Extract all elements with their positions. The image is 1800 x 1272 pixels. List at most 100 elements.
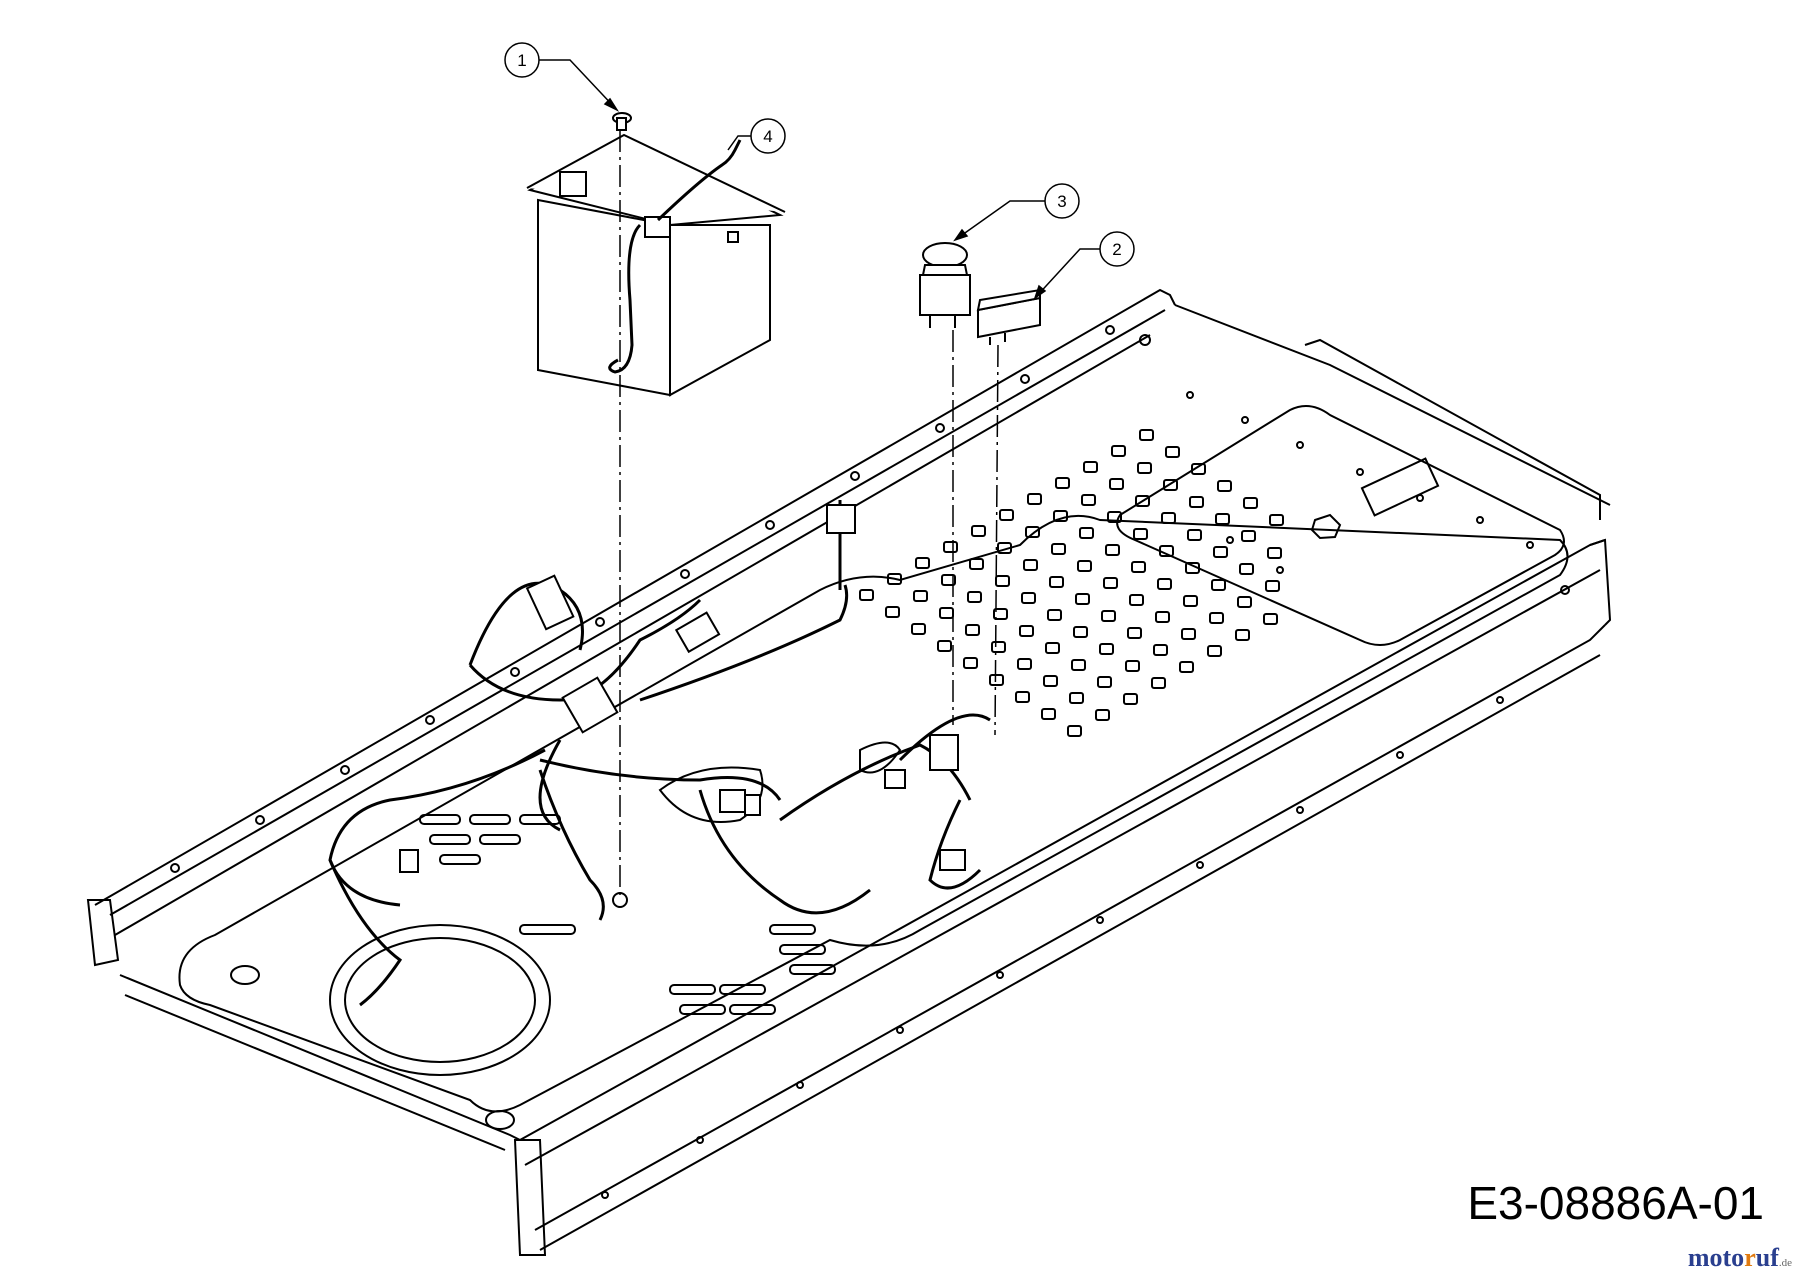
vent-hole bbox=[1074, 627, 1087, 637]
vent-hole bbox=[1154, 645, 1167, 655]
callouts: 1 4 3 2 bbox=[505, 43, 1134, 298]
bolt bbox=[613, 113, 631, 907]
vent-hole bbox=[1264, 614, 1277, 624]
vent-hole bbox=[1134, 529, 1147, 539]
vent-hole bbox=[1024, 560, 1037, 570]
frame-seat-plate bbox=[1117, 406, 1564, 645]
vent-hole bbox=[860, 590, 873, 600]
frame-left-rail-inner bbox=[110, 310, 1165, 915]
vent-hole bbox=[914, 591, 927, 601]
vent-hole bbox=[888, 574, 901, 584]
vent-hole bbox=[1106, 545, 1119, 555]
frame-rear-end bbox=[1590, 540, 1610, 625]
battery-side-face bbox=[670, 225, 770, 395]
vent-hole bbox=[1016, 692, 1029, 702]
vent-hole bbox=[1132, 562, 1145, 572]
frame-rear-plate-top bbox=[1175, 305, 1610, 505]
vent-hole bbox=[1084, 462, 1097, 472]
vent-hole bbox=[1138, 463, 1151, 473]
vent-hole bbox=[1102, 611, 1115, 621]
callout-3-label: 3 bbox=[1057, 192, 1066, 211]
vent-hole bbox=[1240, 564, 1253, 574]
battery-terminal-positive bbox=[645, 217, 670, 237]
vent-hole bbox=[944, 542, 957, 552]
vent-hole bbox=[1182, 629, 1195, 639]
ignition-switch bbox=[920, 243, 970, 328]
vent-hole bbox=[1128, 628, 1141, 638]
battery-terminal-negative bbox=[560, 172, 586, 196]
mower-frame bbox=[88, 290, 1610, 1255]
callout-1-label: 1 bbox=[517, 51, 526, 70]
vent-hole bbox=[1210, 613, 1223, 623]
seat-plate-slot bbox=[1362, 459, 1438, 516]
frame-front-bracket bbox=[88, 900, 118, 965]
vent-hole bbox=[1126, 661, 1139, 671]
vent-hole bbox=[1080, 528, 1093, 538]
vent-hole bbox=[942, 575, 955, 585]
site-watermark[interactable]: motoruf.de bbox=[1688, 1245, 1792, 1271]
vent-hole bbox=[1028, 494, 1041, 504]
frame-left-rail-top bbox=[95, 290, 1175, 905]
assembly-lines bbox=[620, 130, 998, 895]
vent-hole bbox=[1026, 527, 1039, 537]
vent-hole bbox=[1238, 597, 1251, 607]
frame-left-rail-flange bbox=[115, 335, 1150, 935]
vent-hole bbox=[1042, 709, 1055, 719]
vent-hole bbox=[938, 641, 951, 651]
vent-hole bbox=[1044, 676, 1057, 686]
watermark-tld: .de bbox=[1778, 1257, 1792, 1269]
vent-hole bbox=[1218, 481, 1231, 491]
vent-hole bbox=[1190, 497, 1203, 507]
watermark-main: uf bbox=[1755, 1243, 1779, 1272]
vent-hole bbox=[1158, 579, 1171, 589]
vent-hole bbox=[1164, 480, 1177, 490]
vent-hole bbox=[1020, 626, 1033, 636]
floor-vent-grid bbox=[860, 430, 1283, 736]
vent-hole bbox=[966, 625, 979, 635]
vent-hole bbox=[1242, 531, 1255, 541]
vent-hole bbox=[1096, 710, 1109, 720]
frame-rear-plate-edge bbox=[1305, 340, 1600, 520]
vent-hole bbox=[1000, 510, 1013, 520]
vent-hole bbox=[1072, 660, 1085, 670]
callout-4-label: 4 bbox=[763, 127, 772, 146]
vent-hole bbox=[1104, 578, 1117, 588]
battery-cable bbox=[610, 140, 740, 372]
frame-front-edge bbox=[120, 975, 520, 1140]
vent-hole bbox=[1180, 662, 1193, 672]
vent-hole bbox=[940, 608, 953, 618]
vent-hole bbox=[1162, 513, 1175, 523]
vent-hole bbox=[1022, 593, 1035, 603]
vent-hole bbox=[1156, 612, 1169, 622]
callout-3: 3 bbox=[955, 184, 1079, 240]
vent-hole bbox=[1050, 577, 1063, 587]
harness-connectors bbox=[400, 505, 965, 872]
vent-hole bbox=[1140, 430, 1153, 440]
vent-hole bbox=[1184, 596, 1197, 606]
vent-hole bbox=[1136, 496, 1149, 506]
callout-1: 1 bbox=[505, 43, 617, 110]
frame-front-edge-inner bbox=[125, 995, 505, 1150]
vent-hole bbox=[1056, 478, 1069, 488]
floor-slots bbox=[420, 815, 835, 1014]
frame-right-rail-bottom bbox=[535, 625, 1605, 1230]
vent-hole bbox=[998, 543, 1011, 553]
vent-hole bbox=[1082, 495, 1095, 505]
frame-floor-pan bbox=[179, 516, 1567, 1112]
vent-hole bbox=[1068, 726, 1081, 736]
vent-hole bbox=[1214, 547, 1227, 557]
vent-hole bbox=[1052, 544, 1065, 554]
vent-hole bbox=[1098, 677, 1111, 687]
vent-hole bbox=[916, 558, 929, 568]
vent-hole bbox=[992, 642, 1005, 652]
callout-4: 4 bbox=[728, 119, 785, 153]
vent-hole bbox=[1070, 693, 1083, 703]
vent-hole bbox=[968, 592, 981, 602]
callout-2-label: 2 bbox=[1112, 240, 1121, 259]
vent-hole bbox=[1076, 594, 1089, 604]
vent-hole bbox=[1270, 515, 1283, 525]
vent-hole bbox=[972, 526, 985, 536]
seat-plate-hex bbox=[1312, 515, 1340, 538]
vent-hole bbox=[912, 624, 925, 634]
vent-hole bbox=[1124, 694, 1137, 704]
